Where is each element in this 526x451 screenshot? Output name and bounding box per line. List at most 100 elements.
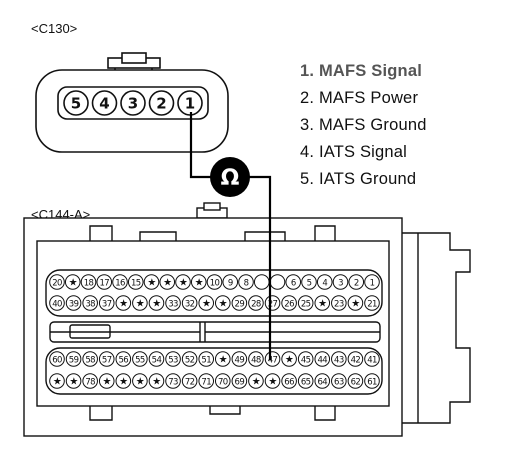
c144-pin [159, 274, 176, 290]
c144-pin [331, 295, 347, 311]
pin-legend: 1. MAFS Signal 2. MAFS Power 3. MAFS Groun… [300, 58, 427, 193]
legend-item: 5. IATS Ground [300, 170, 417, 188]
c144-pin [281, 295, 297, 311]
c144-pin [132, 373, 148, 389]
c144-pin [132, 351, 148, 367]
legend-item: 1. MAFS Signal [300, 62, 422, 80]
ohm-symbol: Ω [221, 166, 240, 191]
c144-pin-label: 2 [354, 278, 359, 288]
c144-pin-star: ★ [136, 376, 145, 387]
c144-pin-label: 27 [268, 299, 278, 309]
c144-pin [181, 295, 198, 311]
c144-pin [82, 351, 98, 367]
c144-pin-star: ★ [152, 376, 161, 387]
c144-pin-label: 42 [351, 355, 361, 365]
c144-pin-label: 4 [322, 278, 327, 288]
c144-pin-label: 55 [135, 355, 145, 365]
c144-pin-label: 8 [244, 278, 249, 288]
c144-pin-label: 39 [69, 299, 79, 309]
c144-pin-star: ★ [285, 354, 294, 365]
c130-pin-label: 2 [156, 95, 166, 113]
ohmmeter-icon: Ω [210, 157, 250, 197]
c144-pin [214, 351, 231, 367]
c130-label: <C130> [31, 21, 78, 36]
c144-pin-label: 58 [85, 355, 95, 365]
c144-pin [65, 351, 82, 367]
c144-pin [49, 351, 65, 367]
c144-pin [364, 274, 380, 290]
c144-pin [80, 274, 97, 290]
c144-pin [206, 274, 223, 290]
c144-pin-star: ★ [152, 298, 161, 309]
c144-pin-label: 56 [119, 355, 129, 365]
c144-pin [347, 295, 364, 311]
c144-pin [65, 295, 82, 311]
c144-pin-label: 73 [168, 377, 178, 387]
c144-pin [364, 351, 380, 367]
c144-pin [297, 351, 314, 367]
c144-pin [331, 373, 347, 389]
c130-pin-label: 3 [128, 95, 138, 113]
c144-pin [127, 274, 144, 290]
c144-pin-label: 69 [235, 377, 245, 387]
c144-pin-label: 20 [52, 278, 62, 288]
c144-pin-label: 23 [334, 299, 344, 309]
c144-pin-label: 29 [235, 299, 245, 309]
c144-pin [65, 373, 82, 389]
c144-pin-label: 66 [284, 377, 294, 387]
c144-pin [347, 351, 364, 367]
c144-pin [198, 295, 215, 311]
c144-pin [364, 373, 380, 389]
c144-pin-star: ★ [252, 376, 261, 387]
c144-pin-label: 60 [52, 355, 62, 365]
c144-pin-star: ★ [202, 298, 211, 309]
c144-pin [231, 373, 248, 389]
c144-pin [98, 351, 115, 367]
connector-c144 [23, 202, 471, 437]
c144-pin-label: 40 [52, 299, 62, 309]
c144-pin [231, 295, 248, 311]
legend-item: 2. MAFS Power [300, 89, 419, 107]
c144-pin [198, 351, 215, 367]
c144-pin [98, 295, 115, 311]
c144-pin [316, 274, 333, 290]
c144-pin-label: 72 [185, 377, 195, 387]
c144-pin-label: 15 [131, 278, 141, 288]
c144-pin-label: 70 [218, 377, 228, 387]
c144-pin-label: 21 [367, 299, 377, 309]
c144-pin [214, 373, 231, 389]
c144-pin [332, 274, 349, 290]
c144-pin [253, 274, 270, 290]
c144-pin-star: ★ [119, 298, 128, 309]
c144-pin-star: ★ [69, 376, 78, 387]
c144-pin-label: 78 [85, 377, 95, 387]
c130-pin [91, 90, 118, 116]
c144-pin-label: 5 [307, 278, 312, 288]
c144-pin-label: 65 [301, 377, 311, 387]
c144-pin [347, 373, 364, 389]
c144-pin [238, 274, 254, 290]
c144-pin-label: 18 [84, 278, 94, 288]
c144-pin-label: 25 [301, 299, 311, 309]
c144-pin-star: ★ [268, 376, 277, 387]
c144-pin-label: 43 [334, 355, 344, 365]
c144-pin [297, 295, 314, 311]
c144-pin [49, 274, 65, 290]
c144-pin [248, 295, 264, 311]
c144-pin [165, 373, 181, 389]
c144-pin [264, 373, 281, 389]
c144-pin [115, 373, 132, 389]
c144-pin [148, 351, 165, 367]
c144-pin-star: ★ [195, 277, 204, 288]
c144-pin [198, 373, 215, 389]
c144-pin [348, 274, 365, 290]
c144-pin [231, 351, 248, 367]
c144-pin [82, 295, 98, 311]
legend-item: 3. MAFS Ground [300, 116, 427, 134]
c144-pin [314, 295, 331, 311]
c144-pin-label: 28 [251, 299, 261, 309]
c144-pin-label: 52 [185, 355, 195, 365]
